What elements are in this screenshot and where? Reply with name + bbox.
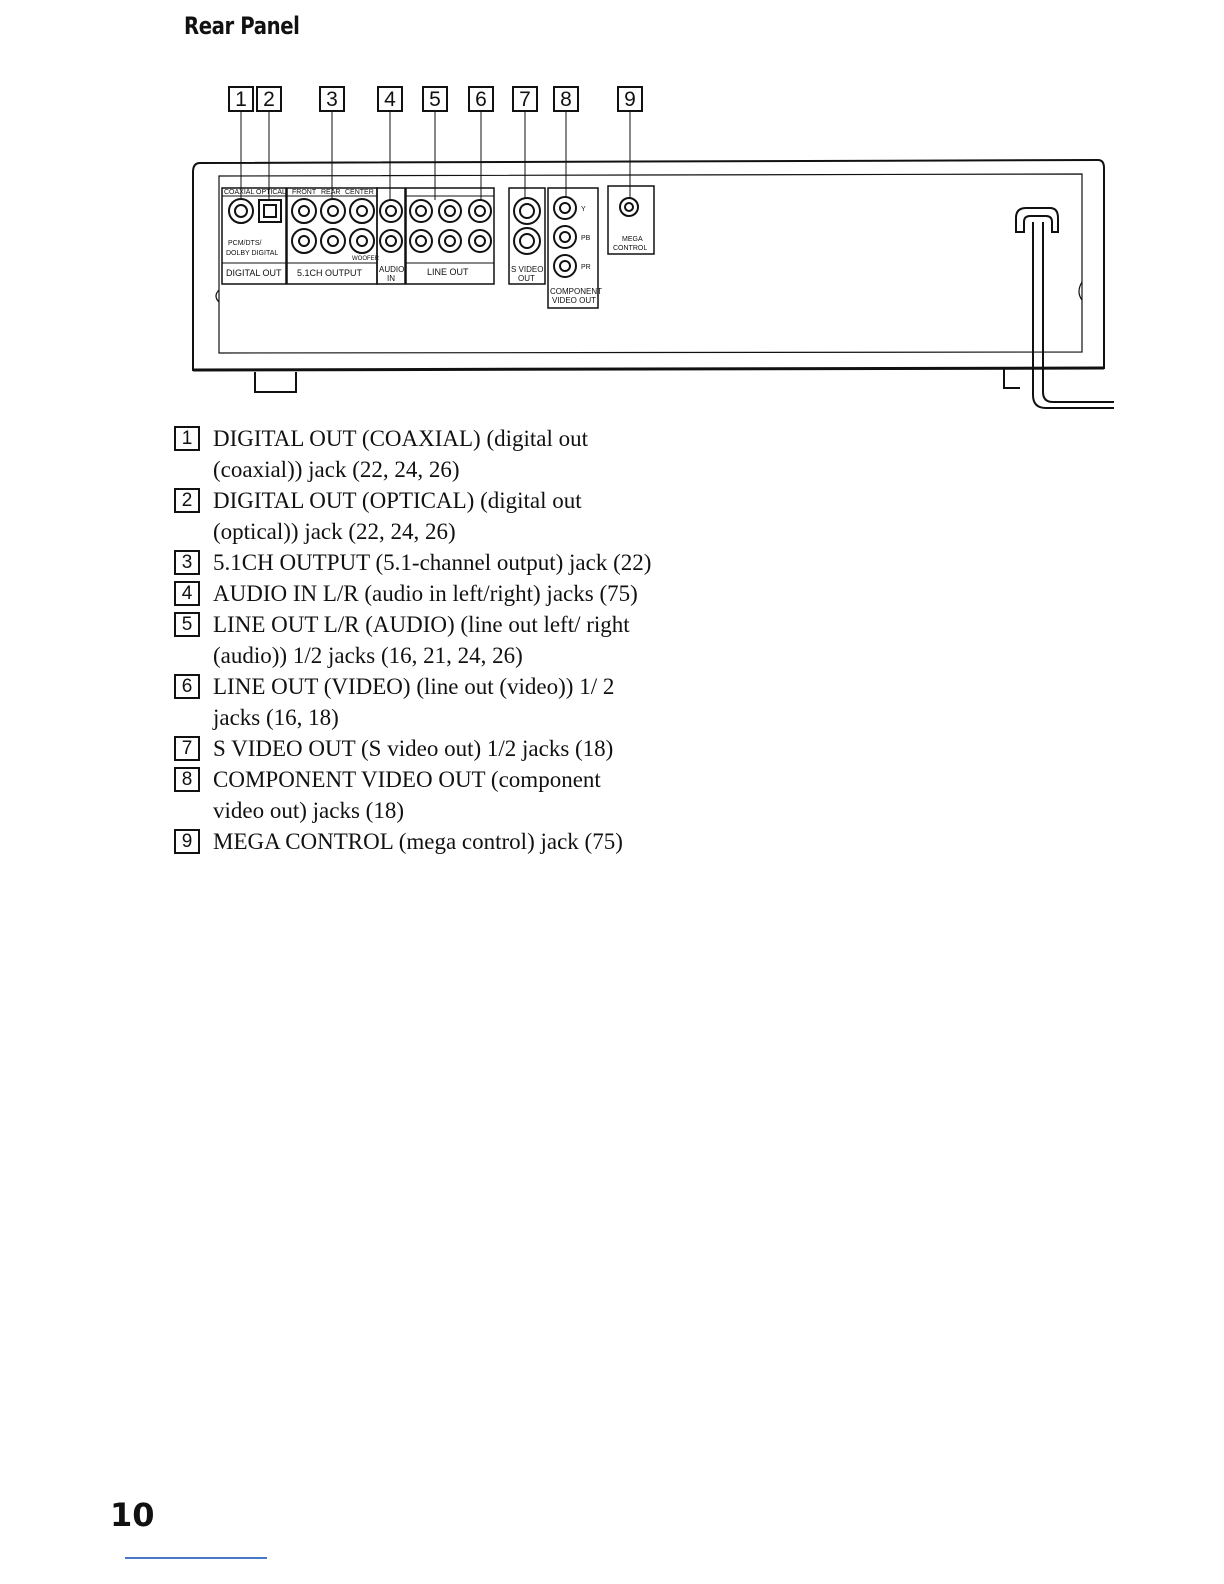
audio-in-block bbox=[376, 187, 406, 285]
footer-rule bbox=[125, 1557, 267, 1559]
component-block bbox=[547, 187, 599, 309]
legend-text: MEGA CONTROL (mega control) jack (75) bbox=[213, 829, 623, 854]
label-digital-out: DIGITAL OUT bbox=[226, 268, 282, 278]
label-pr: PR bbox=[581, 264, 591, 271]
label-pcm-2: DOLBY DIGITAL bbox=[226, 250, 278, 257]
label-coaxial: COAXIAL bbox=[224, 189, 254, 196]
label-component-2: VIDEO OUT bbox=[552, 296, 596, 305]
label-ch-output: 5.1CH OUTPUT bbox=[297, 268, 363, 278]
line-out-block bbox=[405, 187, 495, 285]
digital-out-block bbox=[221, 187, 287, 285]
label-audio-in-2: IN bbox=[387, 274, 395, 283]
callout-7: 7 bbox=[512, 86, 538, 112]
legend-text: COMPONENT VIDEO OUT (component video out… bbox=[213, 767, 601, 823]
legend-number: 8 bbox=[174, 767, 200, 792]
label-front: FRONT bbox=[292, 189, 317, 196]
label-s-video-1: S VIDEO bbox=[511, 265, 543, 274]
mega-control-block bbox=[607, 185, 655, 255]
callout-5: 5 bbox=[422, 86, 448, 112]
callout-8: 8 bbox=[553, 86, 579, 112]
legend-text: DIGITAL OUT (COAXIAL) (digital out (coax… bbox=[213, 426, 589, 482]
foot-left bbox=[254, 372, 297, 393]
legend-item: 6 LINE OUT (VIDEO) (line out (video)) 1/ … bbox=[174, 671, 654, 733]
callout-3: 3 bbox=[319, 86, 345, 112]
callout-6: 6 bbox=[468, 86, 494, 112]
legend-item: 3 5.1CH OUTPUT (5.1-channel output) jack … bbox=[174, 547, 654, 578]
label-woofer: WOOFER bbox=[352, 256, 380, 262]
label-audio-in-1: AUDIO bbox=[379, 265, 404, 274]
coaxial-jack bbox=[228, 198, 254, 224]
legend-item: 2 DIGITAL OUT (OPTICAL) (digital out (opt… bbox=[174, 485, 654, 547]
legend-text: 5.1CH OUTPUT (5.1-channel output) jack (… bbox=[213, 550, 652, 575]
callout-2: 2 bbox=[256, 86, 282, 112]
legend-number: 2 bbox=[174, 488, 200, 513]
optical-jack bbox=[258, 199, 282, 223]
label-mega-2: CONTROL bbox=[613, 245, 647, 252]
legend-text: DIGITAL OUT (OPTICAL) (digital out (opti… bbox=[213, 488, 582, 544]
page-heading: Rear Panel bbox=[184, 12, 300, 40]
legend-number: 7 bbox=[174, 736, 200, 761]
label-mega-1: MEGA bbox=[622, 236, 643, 243]
legend-text: AUDIO IN L/R (audio in left/right) jacks… bbox=[213, 581, 638, 606]
callout-1: 1 bbox=[228, 86, 254, 112]
label-pb: PB bbox=[581, 235, 591, 242]
legend-text: LINE OUT L/R (AUDIO) (line out left/ rig… bbox=[213, 612, 630, 668]
legend-item: 8 COMPONENT VIDEO OUT (component video ou… bbox=[174, 764, 654, 826]
label-optical: OPTICAL bbox=[256, 189, 286, 196]
rear-panel-diagram: COAXIAL OPTICAL FRONT REAR CENTER PCM/DT… bbox=[192, 110, 1114, 409]
callout-leaders bbox=[240, 110, 631, 200]
jack-legend: 1 DIGITAL OUT (COAXIAL) (digital out (coa… bbox=[174, 423, 654, 857]
label-y: Y bbox=[581, 206, 586, 213]
label-s-video-2: OUT bbox=[518, 274, 535, 283]
label-component-1: COMPONENT bbox=[550, 287, 602, 296]
legend-item: 1 DIGITAL OUT (COAXIAL) (digital out (coa… bbox=[174, 423, 654, 485]
foot-right bbox=[1003, 368, 1020, 389]
callout-9: 9 bbox=[617, 86, 643, 112]
legend-number: 9 bbox=[174, 829, 200, 854]
label-pcm-1: PCM/DTS/ bbox=[228, 240, 262, 247]
label-line-out: LINE OUT bbox=[427, 267, 469, 277]
chassis-inner-edge bbox=[218, 173, 1083, 354]
legend-item: 4 AUDIO IN L/R (audio in left/right) jack… bbox=[174, 578, 654, 609]
label-center: CENTER bbox=[345, 189, 374, 196]
legend-item: 7 S VIDEO OUT (S video out) 1/2 jacks (18… bbox=[174, 733, 654, 764]
legend-item: 5 LINE OUT L/R (AUDIO) (line out left/ ri… bbox=[174, 609, 654, 671]
s-video-block bbox=[508, 187, 546, 285]
power-cord bbox=[1015, 207, 1059, 233]
mega-control-jack bbox=[619, 197, 639, 217]
legend-text: LINE OUT (VIDEO) (line out (video)) 1/ 2… bbox=[213, 674, 615, 730]
legend-number: 1 bbox=[174, 426, 200, 451]
legend-number: 3 bbox=[174, 550, 200, 575]
legend-item: 9 MEGA CONTROL (mega control) jack (75) bbox=[174, 826, 654, 857]
legend-number: 6 bbox=[174, 674, 200, 699]
callout-4: 4 bbox=[377, 86, 403, 112]
legend-number: 4 bbox=[174, 581, 200, 606]
legend-text: S VIDEO OUT (S video out) 1/2 jacks (18) bbox=[213, 736, 614, 761]
page-number: 10 bbox=[110, 1496, 155, 1534]
legend-number: 5 bbox=[174, 612, 200, 637]
label-rear: REAR bbox=[321, 189, 340, 196]
